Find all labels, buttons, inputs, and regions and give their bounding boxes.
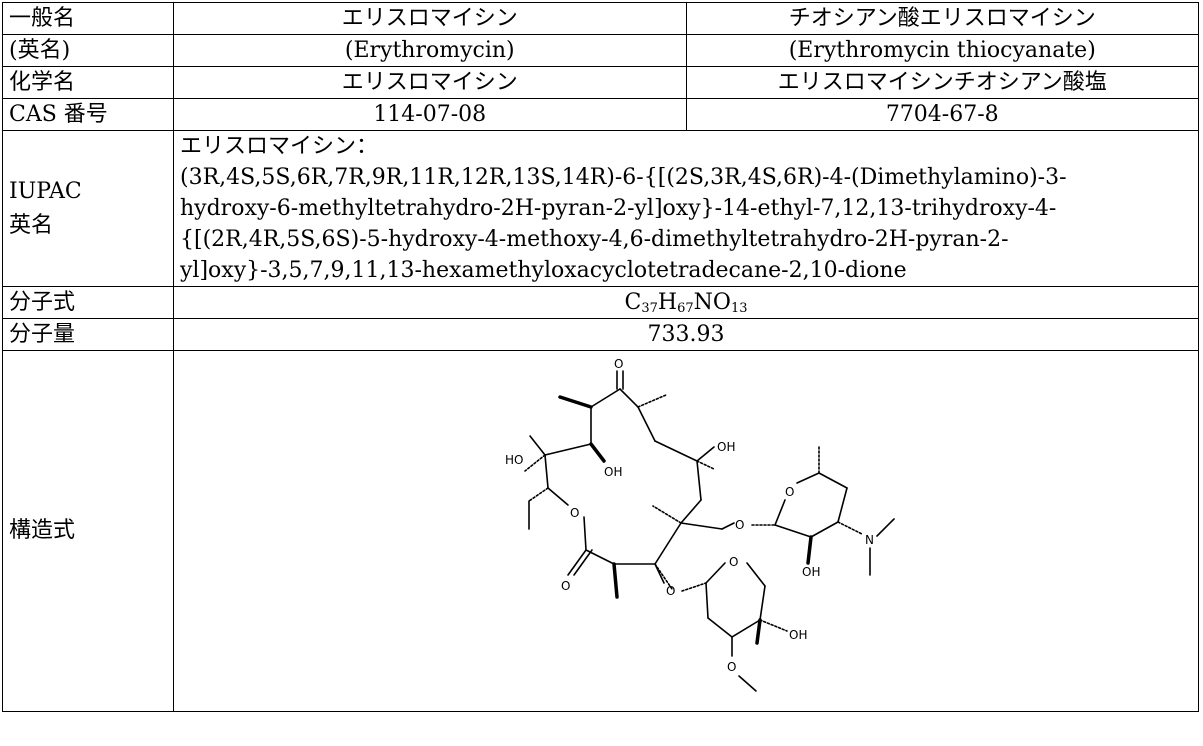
table-row: 構造式 [2, 350, 1199, 712]
table-row: (英名) (Erythromycin) (Erythromycin thiocy… [2, 34, 1199, 67]
chemical-name-label: 化学名 [2, 66, 174, 99]
cas-label: CAS 番号 [2, 98, 174, 131]
structure-bonds [524, 370, 895, 692]
molecular-formula: C37H67NO13 [173, 286, 1199, 319]
atom-label: O [735, 518, 744, 532]
iupac-label-line-2: 英名 [9, 212, 54, 238]
atom-label: O [666, 584, 675, 598]
english-name-value-1: (Erythromycin) [173, 34, 687, 67]
formula-o-count: 13 [730, 301, 748, 316]
iupac-line-5: yl]oxy}-3,5,7,9,11,13-hexamethyloxacyclo… [180, 258, 907, 283]
atom-label: O [727, 660, 736, 674]
cas-value-2: 7704-67-8 [685, 98, 1199, 131]
atom-label: O [614, 357, 623, 371]
formula-h-count: 67 [677, 301, 694, 316]
general-name-value-1: エリスロマイシン [173, 2, 687, 35]
atom-label: O [729, 555, 738, 569]
atom-label: OH [717, 440, 735, 454]
erythromycin-info-table: 一般名 エリスロマイシン チオシアン酸エリスロマイシン (英名) (Erythr… [2, 2, 1199, 712]
formula-label: 分子式 [2, 286, 174, 319]
atom-label: OH [802, 565, 820, 579]
iupac-name-text: エリスロマイシン： (3R,4S,5S,6R,7R,9R,11R,12R,13S… [173, 130, 1199, 287]
iupac-line-4: {[(2R,4R,5S,6S)-5-hydroxy-4-methoxy-4,6-… [180, 227, 1009, 252]
iupac-label-line-1: IUPAC [9, 178, 82, 204]
iupac-line-2: (3R,4S,5S,6R,7R,9R,11R,12R,13S,14R)-6-{[… [180, 165, 1067, 190]
chemical-name-value-1: エリスロマイシン [173, 66, 687, 99]
chemical-name-value-2: エリスロマイシンチオシアン酸塩 [685, 66, 1199, 99]
table-row: 分子式 C37H67NO13 [2, 286, 1199, 319]
iupac-label: IUPAC 英名 [2, 130, 174, 287]
weight-label: 分子量 [2, 318, 174, 351]
table-row: IUPAC 英名 エリスロマイシン： (3R,4S,5S,6R,7R,9R,11… [2, 130, 1199, 287]
erythromycin-structure-diagram: O OH OH HO O O O O OH N O O OH O [505, 357, 895, 692]
structure-image-cell: O OH OH HO O O O O OH N O O OH O [173, 350, 1199, 712]
general-name-label: 一般名 [2, 2, 174, 35]
atom-label: O [561, 579, 570, 593]
atom-label: N [865, 533, 874, 547]
table-row: CAS 番号 114-07-08 7704-67-8 [2, 98, 1199, 131]
structure-atom-labels: O OH OH HO O O O O OH N O O OH O [505, 357, 874, 674]
molecular-weight-value: 733.93 [173, 318, 1199, 351]
structure-label-cell: 構造式 [2, 350, 174, 712]
iupac-line-1: エリスロマイシン： [180, 134, 379, 159]
table-row: 分子量 733.93 [2, 318, 1199, 351]
general-name-value-2: チオシアン酸エリスロマイシン [685, 2, 1199, 35]
formula-h: H [657, 290, 678, 315]
cas-value-1: 114-07-08 [173, 98, 687, 131]
formula-c: C [624, 290, 642, 315]
atom-label: OH [604, 465, 622, 479]
iupac-line-3: hydroxy-6-methyltetrahydro-2H-pyran-2-yl… [180, 196, 1057, 221]
english-name-value-2: (Erythromycin thiocyanate) [685, 34, 1199, 67]
formula-no: NO [693, 290, 731, 315]
atom-label: HO [505, 453, 523, 467]
table-row: 化学名 エリスロマイシン エリスロマイシンチオシアン酸塩 [2, 66, 1199, 99]
english-name-label: (英名) [2, 34, 174, 67]
table-row: 一般名 エリスロマイシン チオシアン酸エリスロマイシン [2, 2, 1199, 35]
atom-label: O [570, 506, 579, 520]
atom-label: O [785, 485, 794, 499]
atom-label: OH [789, 628, 807, 642]
formula-c-count: 37 [641, 301, 658, 316]
structure-label: 構造式 [9, 518, 76, 543]
